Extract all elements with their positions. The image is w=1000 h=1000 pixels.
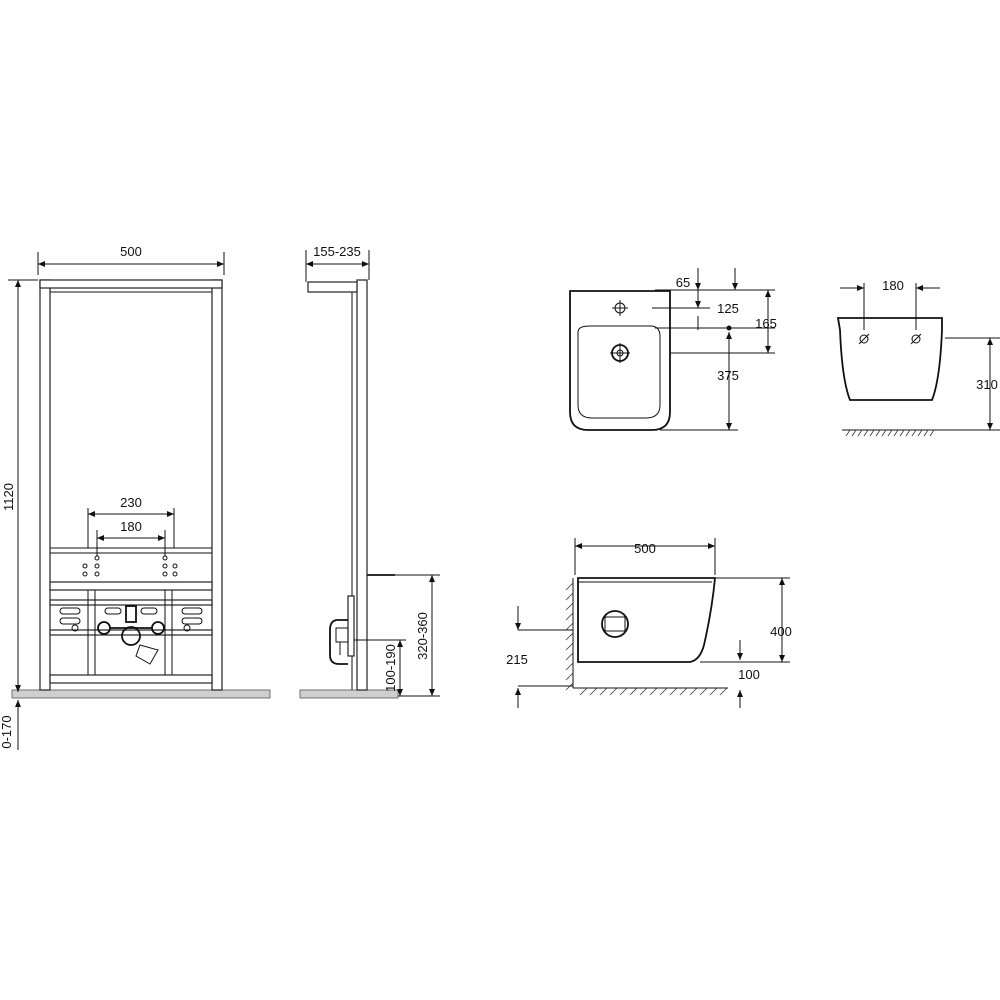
- dim-375-label: 375: [717, 368, 739, 383]
- dim-125-label: 125: [717, 301, 739, 316]
- outlet-icon: [601, 610, 629, 638]
- dim-165-label: 165: [755, 316, 777, 331]
- frame-side-view: 155-235 320-360 100-190: [299, 244, 440, 699]
- side-height-label: 400: [770, 624, 792, 639]
- frame-valve-icon: [121, 626, 141, 646]
- bidet-top-view: 65 125 165 375: [569, 268, 777, 431]
- frame-foot-adjust-label: 0-170: [0, 715, 14, 748]
- outlet-height-label: 215: [506, 652, 528, 667]
- frame-height-b-label: 100-190: [383, 644, 398, 692]
- bidet-side-view: 500 400 100 215: [506, 538, 792, 708]
- hole-spacing-outer-label: 230: [120, 495, 142, 510]
- frame-front-baseplate: [11, 689, 271, 699]
- bolt-spacing-label: 180: [882, 278, 904, 293]
- frame-depth-label: 155-235: [313, 244, 361, 259]
- side-length-label: 500: [634, 541, 656, 556]
- rear-height-label: 310: [976, 377, 998, 392]
- hole-spacing-inner-label: 180: [120, 519, 142, 534]
- mounting-bolt-icon: [858, 333, 922, 345]
- frame-height-a-label: 320-360: [415, 612, 430, 660]
- frame-front-view: 500 1120 0-170 230 180: [0, 244, 271, 750]
- frame-height-label: 1120: [1, 483, 16, 511]
- bidet-rear-view: 180 310: [836, 278, 1000, 437]
- frame-width-label: 500: [120, 244, 142, 259]
- bottom-offset-label: 100: [738, 667, 760, 682]
- dim-65-label: 65: [676, 275, 690, 290]
